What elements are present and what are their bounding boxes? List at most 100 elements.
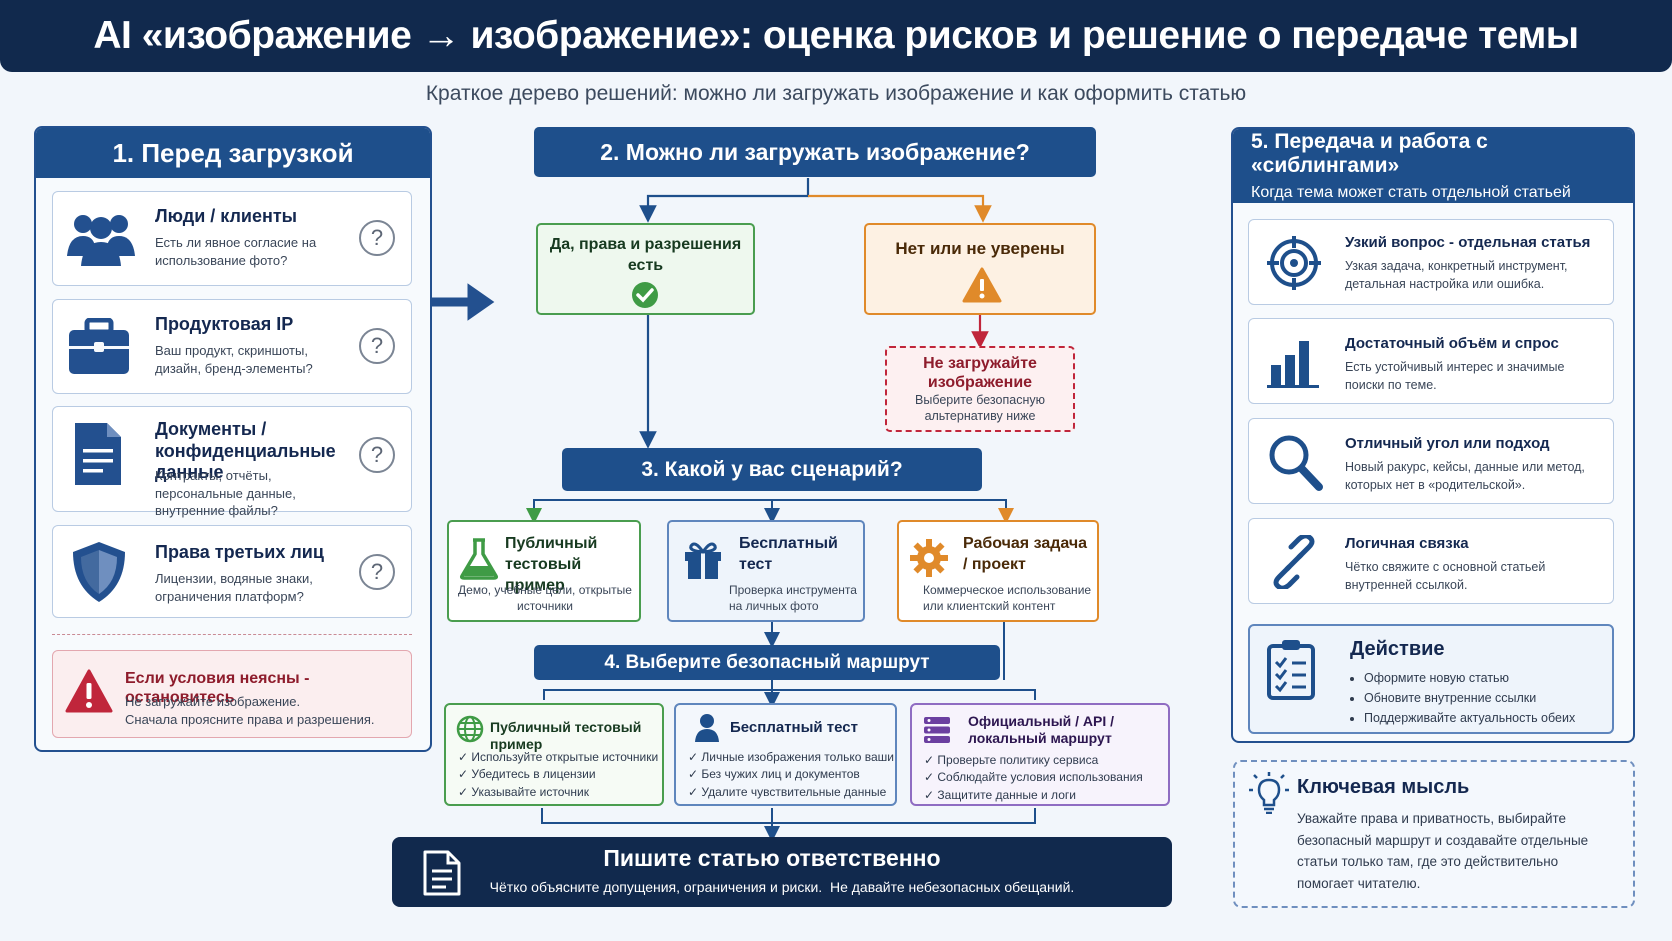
flask-icon xyxy=(460,538,498,580)
scenario-desc: Коммерческое использование или клиентски… xyxy=(923,583,1092,614)
route-check-item: Соблюдайте условия использования xyxy=(924,769,1142,786)
question-icon: ? xyxy=(359,437,395,473)
lightbulb-icon xyxy=(1249,772,1289,814)
server-icon xyxy=(924,717,950,743)
key-idea-text: Уважайте права и приватность, выбирайте … xyxy=(1297,811,1589,891)
card-desc: Есть устойчивый интерес и значимые поиск… xyxy=(1345,360,1565,392)
gear-icon xyxy=(910,539,948,577)
route-check-item: Удалите чувствительные данные xyxy=(688,784,894,801)
no-box: Нет или не уверены xyxy=(864,223,1096,315)
write-desc: Чётко объясните допущения, ограничения и… xyxy=(489,879,1075,895)
route-check-item: Без чужих лиц и документов xyxy=(688,766,894,783)
sibling-card-link: Логичная связка Чётко свяжите с основной… xyxy=(1248,518,1614,604)
card-title: Права третьих лиц xyxy=(155,542,324,562)
scenario-desc: Демо, учебные цели, открытые источники xyxy=(458,583,632,614)
warning-title: Если условия неясны - остановитесь xyxy=(125,670,310,707)
card-desc: Новый ракурс, кейсы, данные или метод, к… xyxy=(1345,460,1585,492)
card-title: Отличный угол или подход xyxy=(1345,435,1550,452)
document-icon xyxy=(423,850,461,896)
route-title: Бесплатный тест xyxy=(730,719,858,736)
warning-icon xyxy=(962,267,1002,303)
write-responsibly-box: Пишите статью ответственно Чётко объясни… xyxy=(392,837,1172,907)
people-icon xyxy=(67,215,135,266)
warning-icon xyxy=(65,669,113,713)
card-title: Продуктовая IP xyxy=(155,314,294,334)
yes-label: Да, права и разрешения есть xyxy=(549,236,742,274)
scenario-desc: Проверка инструмента на личных фото xyxy=(729,583,857,614)
scenario-work-task: Рабочая задача / проект Коммерческое исп… xyxy=(897,520,1099,622)
user-icon xyxy=(695,714,719,742)
check-card-third-party: Права третьих лиц Лицензии, водяные знак… xyxy=(52,525,412,618)
warning-line-2: Сначала проясните права и разрешения. xyxy=(125,712,375,727)
sibling-card-volume: Достаточный объём и спрос Есть устойчивы… xyxy=(1248,318,1614,404)
divider xyxy=(52,634,412,635)
panel-header: 5. Передача и работа с «сиблингами» Когд… xyxy=(1233,129,1633,203)
target-icon xyxy=(1267,236,1321,290)
card-title: Логичная связка xyxy=(1345,535,1469,552)
scenario-title: Публичный тестовый пример xyxy=(505,535,598,594)
check-card-product-ip: Продуктовая IP Ваш продукт, скриншоты, д… xyxy=(52,299,412,394)
card-desc: Есть ли явное согласие на использование … xyxy=(155,235,317,268)
checkmark-icon xyxy=(632,282,658,308)
stop-box: Не загружайте изображение Выберите безоп… xyxy=(885,346,1075,432)
panel-title: 1. Перед загрузкой xyxy=(36,128,430,178)
action-card: Действие Оформите новую статью Обновите … xyxy=(1248,624,1614,734)
step4-title: 4. Выберите безопасный маршрут xyxy=(534,645,1000,680)
question-icon: ? xyxy=(359,328,395,364)
card-desc: Ваш продукт, скриншоты, дизайн, бренд-эл… xyxy=(155,343,313,376)
magnifier-icon xyxy=(1269,435,1323,491)
sibling-card-narrow: Узкий вопрос - отдельная статья Узкая за… xyxy=(1248,219,1614,305)
key-idea-box: Ключевая мысль Уважайте права и приватно… xyxy=(1233,760,1635,908)
route-checklist: Используйте открытые источники Убедитесь… xyxy=(458,749,658,801)
scenario-title: Рабочая задача / проект xyxy=(963,535,1088,573)
route-title: Официальный / API / локальный маршрут xyxy=(968,713,1115,746)
card-desc: Узкая задача, конкретный инструмент, дет… xyxy=(1345,259,1568,291)
card-desc: Контракты, отчёты, персональные данные, … xyxy=(155,468,296,519)
action-item: Поддерживайте актуальность обеих xyxy=(1364,708,1575,728)
page-subtitle: Краткое дерево решений: можно ли загружа… xyxy=(425,82,1247,105)
action-item: Оформите новую статью xyxy=(1364,668,1575,688)
no-label: Нет или не уверены xyxy=(895,239,1065,258)
clipboard-icon xyxy=(1267,640,1315,700)
warning-line-1: Не загружайте изображение. xyxy=(125,694,301,709)
route-title: Публичный тестовый пример xyxy=(490,719,642,752)
route-check-item: Указывайте источник xyxy=(458,784,658,801)
scenario-public: Публичный тестовый пример Демо, учебные … xyxy=(447,520,641,622)
panel-title: 5. Передача и работа с «сиблингами» xyxy=(1251,130,1488,177)
route-check-item: Личные изображения только ваши xyxy=(688,749,894,766)
shield-icon xyxy=(73,542,125,602)
route-check-item: Убедитесь в лицензии xyxy=(458,766,658,783)
card-title: Достаточный объём и спрос xyxy=(1345,335,1559,352)
page-title: AI «изображение → изображение»: оценка р… xyxy=(93,14,1579,57)
action-list: Оформите новую статью Обновите внутренни… xyxy=(1350,668,1575,728)
action-title: Действие xyxy=(1350,638,1445,660)
route-check-item: Проверьте политику сервиса xyxy=(924,752,1143,769)
scenario-title: Бесплатный тест xyxy=(739,535,838,573)
stop-desc: Выберите безопасную альтернативу ниже xyxy=(915,393,1045,424)
stop-title: Не загружайте изображение xyxy=(923,355,1037,392)
write-title: Пишите статью ответственно xyxy=(603,845,941,871)
route-check-item: Используйте открытые источники xyxy=(458,749,658,766)
route-public: Публичный тестовый пример Используйте от… xyxy=(444,703,664,806)
gift-icon xyxy=(685,542,721,579)
warning-card: Если условия неясны - остановитесь Не за… xyxy=(52,650,412,738)
card-desc: Чётко свяжите с основной статьей внутрен… xyxy=(1345,560,1546,592)
card-title: Люди / клиенты xyxy=(155,206,298,226)
yes-box: Да, права и разрешения есть xyxy=(536,223,755,315)
route-free-test: Бесплатный тест Личные изображения тольк… xyxy=(674,703,897,806)
question-icon: ? xyxy=(359,220,395,256)
bar-chart-icon xyxy=(1267,341,1319,388)
route-official-api: Официальный / API / локальный маршрут Пр… xyxy=(910,703,1170,806)
check-card-documents: Документы / конфиденциальные данные Конт… xyxy=(52,406,412,518)
arrow-left-to-center xyxy=(429,283,495,321)
route-checklist: Проверьте политику сервиса Соблюдайте ус… xyxy=(924,752,1143,804)
route-checklist: Личные изображения только ваши Без чужих… xyxy=(688,749,894,801)
document-icon xyxy=(75,423,121,485)
step2-title: 2. Можно ли загружать изображение? xyxy=(534,127,1096,177)
card-title: Документы / конфиденциальные данные xyxy=(155,419,336,483)
check-card-people: Люди / клиенты Есть ли явное согласие на… xyxy=(52,191,412,286)
briefcase-icon xyxy=(69,318,129,374)
panel-subtitle: Когда тема может стать отдельной статьей xyxy=(1251,184,1571,201)
key-idea-title: Ключевая мысль xyxy=(1297,776,1470,798)
page-header: AI «изображение → изображение»: оценка р… xyxy=(0,0,1672,72)
